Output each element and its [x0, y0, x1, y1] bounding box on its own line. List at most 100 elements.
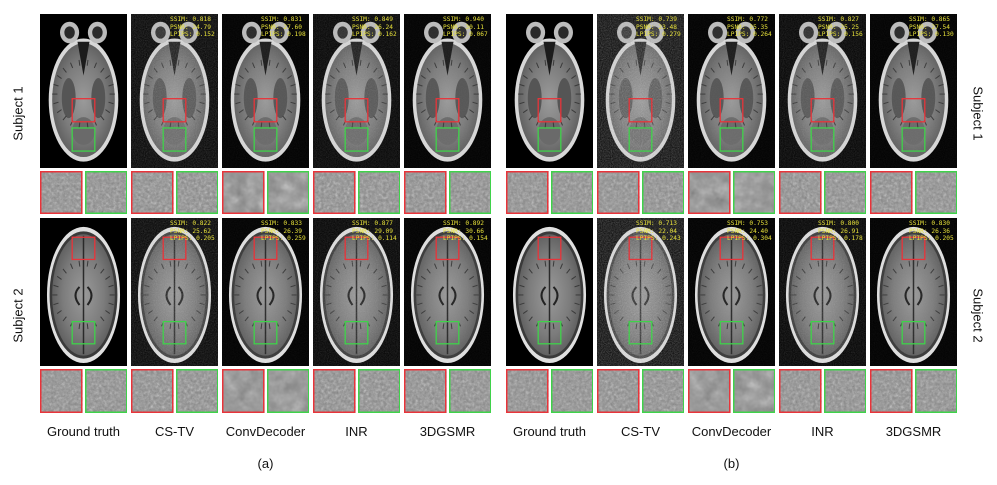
zoom-red-crop — [222, 171, 265, 214]
metric-psnr: PSNR: 26.39 — [261, 228, 306, 236]
zoom-green-crop — [358, 369, 401, 413]
zoom-red-crop — [222, 369, 265, 413]
metric-psnr: PSNR: 26.91 — [818, 228, 863, 236]
metric-lpips: LPIPS: 0.304 — [727, 235, 772, 243]
metric-readout: SSIM: 0.822PSNR: 25.62LPIPS: 0.205 — [170, 220, 215, 243]
zoom-red-crop — [688, 171, 731, 214]
zoom-green-crop — [85, 369, 128, 413]
zoom-red-crop — [131, 369, 174, 413]
metric-psnr: PSNR: 24.79 — [170, 24, 215, 32]
panel-0-subject-1-col-0-image — [40, 218, 127, 366]
column-label: 3DGSMR — [393, 424, 503, 439]
zoom-red-crop — [40, 171, 83, 214]
row-label-left: Subject 2 — [11, 276, 26, 356]
zoom-green-crop — [176, 369, 219, 413]
metric-lpips: LPIPS: 0.152 — [170, 31, 215, 39]
metric-ssim: SSIM: 0.822 — [170, 220, 215, 228]
zoom-green-crop — [915, 171, 958, 214]
metric-readout: SSIM: 0.833PSNR: 26.39LPIPS: 0.259 — [261, 220, 306, 243]
metric-readout: SSIM: 0.713PSNR: 22.04LPIPS: 0.243 — [636, 220, 681, 243]
zoom-red-crop — [506, 369, 549, 413]
zoom-red-crop — [404, 171, 447, 214]
metric-ssim: SSIM: 0.830 — [909, 220, 954, 228]
zoom-red-crop — [404, 369, 447, 413]
metric-ssim: SSIM: 0.827 — [818, 16, 863, 24]
zoom-green-crop — [642, 171, 685, 214]
zoom-green-crop — [733, 369, 776, 413]
zoom-green-crop — [551, 369, 594, 413]
metric-readout: SSIM: 0.800PSNR: 26.91LPIPS: 0.178 — [818, 220, 863, 243]
metric-readout: SSIM: 0.877PSNR: 29.09LPIPS: 0.114 — [352, 220, 397, 243]
metric-lpips: LPIPS: 0.205 — [170, 235, 215, 243]
panel-label: (b) — [712, 456, 752, 471]
zoom-green-crop — [267, 369, 310, 413]
metric-ssim: SSIM: 0.940 — [443, 16, 488, 24]
metric-ssim: SSIM: 0.800 — [818, 220, 863, 228]
zoom-green-crop — [915, 369, 958, 413]
metric-lpips: LPIPS: 0.178 — [818, 235, 863, 243]
metric-psnr: PSNR: 29.09 — [352, 228, 397, 236]
metric-readout: SSIM: 0.849PSNR: 26.24LPIPS: 0.162 — [352, 16, 397, 39]
panel-label: (a) — [246, 456, 286, 471]
zoom-red-crop — [597, 369, 640, 413]
metric-psnr: PSNR: 27.54 — [909, 24, 954, 32]
metric-ssim: SSIM: 0.849 — [352, 16, 397, 24]
metric-psnr: PSNR: 23.48 — [636, 24, 681, 32]
metric-lpips: LPIPS: 0.259 — [261, 235, 306, 243]
metric-ssim: SSIM: 0.818 — [170, 16, 215, 24]
metric-psnr: PSNR: 25.62 — [170, 228, 215, 236]
zoom-green-crop — [733, 171, 776, 214]
zoom-green-crop — [642, 369, 685, 413]
metric-lpips: LPIPS: 0.264 — [727, 31, 772, 39]
metric-readout: SSIM: 0.772PSNR: 25.35LPIPS: 0.264 — [727, 16, 772, 39]
row-label-left: Subject 1 — [11, 74, 26, 154]
metric-psnr: PSNR: 22.04 — [636, 228, 681, 236]
metric-readout: SSIM: 0.940PSNR: 30.11LPIPS: 0.067 — [443, 16, 488, 39]
zoom-red-crop — [40, 369, 83, 413]
panel-1-subject-0-col-0-image — [506, 14, 593, 168]
metric-readout: SSIM: 0.830PSNR: 26.36LPIPS: 0.205 — [909, 220, 954, 243]
row-label-right: Subject 1 — [971, 74, 986, 154]
metric-psnr: PSNR: 24.40 — [727, 228, 772, 236]
zoom-red-crop — [779, 369, 822, 413]
metric-readout: SSIM: 0.739PSNR: 23.48LPIPS: 0.279 — [636, 16, 681, 39]
metric-ssim: SSIM: 0.753 — [727, 220, 772, 228]
zoom-green-crop — [824, 369, 867, 413]
zoom-green-crop — [85, 171, 128, 214]
metric-psnr: PSNR: 30.11 — [443, 24, 488, 32]
zoom-red-crop — [506, 171, 549, 214]
zoom-green-crop — [267, 171, 310, 214]
zoom-green-crop — [358, 171, 401, 214]
metric-psnr: PSNR: 25.25 — [818, 24, 863, 32]
metric-lpips: LPIPS: 0.162 — [352, 31, 397, 39]
metric-lpips: LPIPS: 0.154 — [443, 235, 488, 243]
metric-lpips: LPIPS: 0.156 — [818, 31, 863, 39]
metric-ssim: SSIM: 0.739 — [636, 16, 681, 24]
zoom-red-crop — [870, 171, 913, 214]
zoom-green-crop — [176, 171, 219, 214]
metric-ssim: SSIM: 0.865 — [909, 16, 954, 24]
metric-lpips: LPIPS: 0.205 — [909, 235, 954, 243]
panel-1-subject-1-col-0-image — [506, 218, 593, 366]
zoom-green-crop — [551, 171, 594, 214]
zoom-green-crop — [824, 171, 867, 214]
metric-lpips: LPIPS: 0.198 — [261, 31, 306, 39]
metric-readout: SSIM: 0.818PSNR: 24.79LPIPS: 0.152 — [170, 16, 215, 39]
zoom-green-crop — [449, 171, 492, 214]
metric-ssim: SSIM: 0.877 — [352, 220, 397, 228]
panel-0-subject-0-col-0-image — [40, 14, 127, 168]
metric-psnr: PSNR: 26.36 — [909, 228, 954, 236]
metric-lpips: LPIPS: 0.130 — [909, 31, 954, 39]
metric-readout: SSIM: 0.865PSNR: 27.54LPIPS: 0.130 — [909, 16, 954, 39]
metric-readout: SSIM: 0.753PSNR: 24.40LPIPS: 0.304 — [727, 220, 772, 243]
metric-psnr: PSNR: 27.60 — [261, 24, 306, 32]
metric-ssim: SSIM: 0.833 — [261, 220, 306, 228]
metric-readout: SSIM: 0.892PSNR: 30.66LPIPS: 0.154 — [443, 220, 488, 243]
metric-psnr: PSNR: 26.24 — [352, 24, 397, 32]
zoom-red-crop — [688, 369, 731, 413]
metric-ssim: SSIM: 0.713 — [636, 220, 681, 228]
zoom-red-crop — [870, 369, 913, 413]
metric-psnr: PSNR: 25.35 — [727, 24, 772, 32]
zoom-red-crop — [313, 171, 356, 214]
